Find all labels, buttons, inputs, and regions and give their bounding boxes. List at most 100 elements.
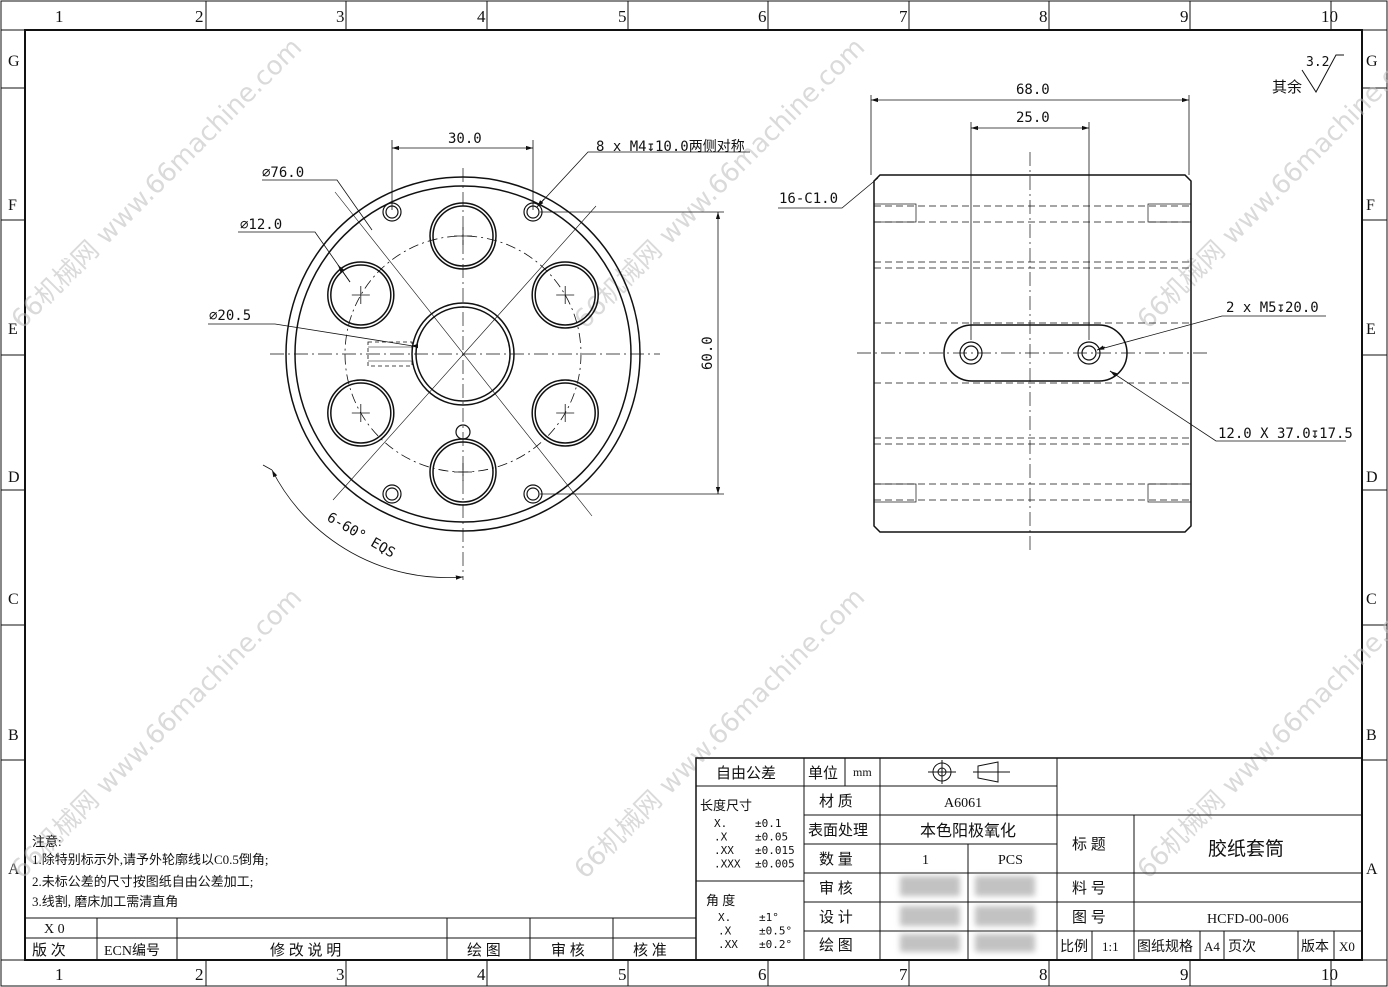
dim-small-hole-label: ∅12.0 [240, 217, 282, 233]
angle-tol-format: .X [718, 925, 732, 938]
pocket-inner [330, 264, 392, 326]
length-tol-format: X. [714, 817, 727, 830]
length-tol-format: .X [714, 831, 728, 844]
free-tolerance-label: 自由公差 [716, 765, 776, 782]
dim-outer-label: ∅76.0 [262, 165, 304, 181]
quantity-label: 数 量 [819, 851, 853, 868]
column-number: 2 [195, 965, 204, 984]
watermark: 66机械网 www.66machine.com [569, 33, 871, 335]
material-label: 材 质 [819, 793, 853, 810]
title-label: 标 题 [1072, 836, 1106, 853]
unit-value: mm [853, 765, 872, 779]
angle-tol-value: ±1° [759, 911, 779, 924]
dim-bore-label: ∅20.5 [209, 308, 251, 324]
row-letter: B [8, 727, 19, 744]
tapped-hole-core [526, 487, 540, 501]
notes-title: 注意: [32, 834, 62, 849]
rev-header: 审 核 [551, 942, 585, 959]
pocket-inner [534, 382, 596, 444]
rev-header: 修 改 说 明 [270, 942, 341, 959]
watermark: 66机械网 www.66machine.com [1132, 33, 1388, 335]
surface-finish-label: 其余 [1272, 78, 1302, 96]
angle-tol-format: .XX [718, 938, 738, 951]
scale-label: 比例 [1060, 939, 1088, 955]
rev-header: ECN编号 [104, 943, 160, 959]
rev-header: 版 次 [32, 942, 66, 959]
current-revision: X 0 [44, 922, 65, 937]
column-ticks [205, 1, 1332, 986]
rev-header: 核 准 [633, 942, 667, 959]
pocket-inner [330, 382, 392, 444]
slot-note-label: 12.0 X 37.0↧17.5 [1218, 426, 1353, 442]
side-view [778, 95, 1346, 550]
surface-treatment-label: 表面处理 [808, 822, 868, 839]
surface-finish-symbol [1301, 54, 1344, 93]
drawing-number-label: 图 号 [1072, 909, 1106, 926]
angle-note-label: 6-60° EQS [324, 510, 398, 562]
column-number: 7 [899, 7, 908, 26]
rev-header: 绘 图 [467, 942, 501, 959]
sheet-size-value: A4 [1204, 939, 1220, 954]
side-view-labels: 68.0 25.0 16-C1.0 2 x M5↧20.0 12.0 X 37.… [779, 82, 1353, 442]
column-number: 5 [618, 7, 627, 26]
length-tol-value: ±0.1 [755, 817, 782, 830]
pocket-outer [531, 261, 599, 329]
column-number: 3 [336, 965, 345, 984]
thread-note-label: 8 x M4↧10.0两侧对称 [596, 139, 745, 155]
row-letter: A [1366, 861, 1378, 878]
dim-overall-label: 68.0 [1016, 82, 1050, 98]
angle-tol-value: ±0.2° [759, 938, 792, 951]
length-tol-value: ±0.05 [755, 831, 788, 844]
design-label: 设 计 [819, 909, 853, 926]
column-number: 10 [1321, 965, 1338, 984]
unit-label: 单位 [808, 765, 838, 782]
row-letter: A [8, 861, 20, 878]
tapped-hole-core [385, 487, 399, 501]
length-tol-format: .XX [714, 844, 734, 857]
length-tol-format: .XXX [714, 858, 741, 871]
front-view [208, 140, 750, 580]
revision-labels: X 0 版 次 ECN编号 修 改 说 明 绘 图 审 核 核 准 [32, 922, 667, 959]
column-number: 3 [336, 7, 345, 26]
column-number: 5 [618, 965, 627, 984]
column-number: 8 [1039, 7, 1048, 26]
pocket-inner [534, 264, 596, 326]
column-number: 2 [195, 7, 204, 26]
dim-height-label: 60.0 [700, 336, 716, 370]
row-letter: B [1366, 727, 1377, 744]
row-letter: E [1366, 321, 1376, 338]
scale-value: 1:1 [1102, 939, 1119, 954]
row-letter: D [8, 469, 20, 486]
page-label: 页次 [1228, 939, 1256, 955]
row-letter: E [8, 321, 18, 338]
drawing-title: 胶纸套筒 [1208, 838, 1284, 860]
column-number: 1 [55, 965, 64, 984]
column-number: 9 [1180, 965, 1189, 984]
revision-block [25, 917, 696, 960]
column-number: 8 [1039, 965, 1048, 984]
angle-tolerance-label: 角 度 [706, 893, 735, 908]
projection-symbol-icon [928, 760, 1010, 784]
drawing-number-value: HCFD-00-006 [1207, 912, 1289, 927]
pocket-outer [327, 379, 395, 447]
angle-tol-format: X. [718, 911, 731, 924]
row-letter: F [8, 197, 17, 214]
column-number: 1 [55, 7, 64, 26]
column-number: 9 [1180, 7, 1189, 26]
row-letter: D [1366, 469, 1378, 486]
note-item: 2.未标公差的尺寸按图纸自由公差加工; [32, 874, 253, 889]
draw-label: 绘 图 [819, 937, 853, 954]
column-number: 4 [477, 965, 486, 984]
surface-treatment-value: 本色阳极氧化 [920, 822, 1016, 840]
quantity-unit: PCS [998, 853, 1023, 868]
part-number-label: 料 号 [1072, 880, 1106, 897]
version-label: 版本 [1301, 939, 1329, 955]
chamfer-note-label: 16-C1.0 [779, 191, 838, 207]
pocket-outer [327, 261, 395, 329]
column-number: 6 [758, 965, 767, 984]
column-number: 4 [477, 7, 486, 26]
quantity-value: 1 [922, 853, 929, 868]
